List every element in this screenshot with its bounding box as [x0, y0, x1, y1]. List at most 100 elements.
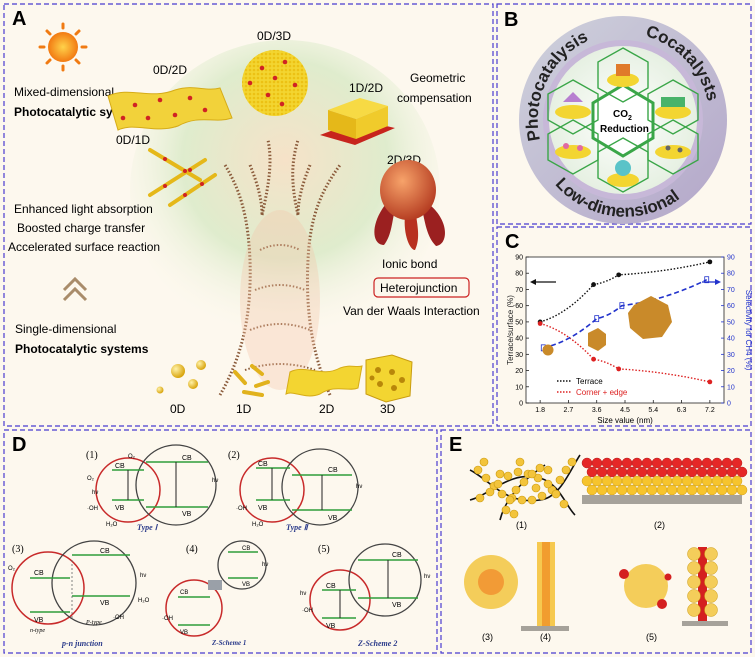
e2-sphere — [651, 457, 663, 469]
series-line-1 — [539, 322, 711, 383]
e5-sphere — [687, 561, 701, 575]
o2-label: O₂ — [8, 566, 16, 572]
ionic-bond-label: Ionic bond — [382, 257, 437, 271]
vertical-rod-illustration — [521, 542, 569, 631]
legend-terrace-label: Terrace — [576, 377, 603, 386]
diagram-2-number: (2) — [228, 450, 240, 461]
panel-e-letter: E — [449, 434, 462, 456]
right-y-tick-label: 20 — [727, 368, 735, 375]
e2-sphere — [686, 484, 698, 496]
series-point-2 — [619, 302, 625, 310]
e2-sphere — [676, 484, 688, 496]
vb-label: VB — [328, 515, 338, 522]
e2-sphere — [736, 466, 748, 478]
panel-b: B Photocatalysis Cocatalysts Low-dimensi… — [496, 3, 752, 225]
left-y-tick-label: 10 — [515, 384, 523, 391]
type-2-label: Type Ⅱ — [286, 523, 309, 532]
e2-sphere — [631, 475, 643, 487]
e1-particle — [567, 457, 577, 467]
e2-sphere — [641, 457, 653, 469]
decorated-sphere-illustration — [619, 564, 672, 609]
sun-icon — [38, 22, 88, 72]
h2o-label: H₂O — [252, 522, 264, 528]
rods-0d-1d-illustration — [148, 148, 217, 207]
e2-sphere — [721, 457, 733, 469]
rods-1d-illustration — [233, 364, 270, 397]
sponge-3d-illustration — [365, 354, 413, 403]
pn-junction-label: p-n junction — [61, 639, 103, 648]
e2-sphere — [601, 475, 613, 487]
o2-label: O₂ — [87, 476, 95, 482]
e5-number: (5) — [646, 632, 657, 642]
e1-particle — [505, 495, 515, 505]
vb-label: VB — [242, 582, 250, 588]
left-y-tick-label: 30 — [515, 352, 523, 359]
cb-label: CB — [392, 552, 402, 559]
o2-label: O₂ — [128, 454, 136, 460]
left-y-tick-label: 40 — [515, 336, 523, 343]
left-y-tick-label: 80 — [515, 271, 523, 278]
left-y-tick-label: 90 — [515, 255, 523, 262]
cb-label: CB — [100, 548, 110, 555]
oh-label: ·OH — [87, 506, 98, 512]
cb-label: CB — [242, 546, 250, 552]
right-y-tick-label: 10 — [727, 384, 735, 391]
small-particle-icon — [542, 344, 554, 356]
right-y-tick-label: 30 — [727, 352, 735, 359]
right-y-tick-label: 70 — [727, 287, 735, 294]
e2-sphere — [646, 484, 658, 496]
e2-sphere — [661, 475, 673, 487]
label-0d: 0D — [170, 402, 186, 416]
z-scheme-1-diagram: (4) CB VB CB VB hν ·OH Z-Scheme 1 — [162, 540, 268, 647]
e1-particle — [479, 457, 489, 467]
e2-sphere — [616, 484, 628, 496]
e1-particle — [503, 471, 513, 481]
single-dimensional-label-2: Photocatalytic systems — [15, 342, 149, 356]
right-y-tick-label: 80 — [727, 271, 735, 278]
panel-a-letter: A — [12, 8, 26, 30]
left-axis-label: Terrace/surface (%) — [506, 295, 515, 365]
hv-label: hν — [212, 478, 218, 484]
series-line-0 — [539, 261, 711, 323]
e4-number: (4) — [540, 632, 551, 642]
e5-sphere — [687, 575, 701, 589]
label-0d-2d: 0D/2D — [153, 63, 187, 77]
e1-particle — [485, 487, 495, 497]
tree-trunk — [218, 139, 342, 396]
series-point-1 — [616, 366, 622, 372]
e2-sphere — [676, 466, 688, 478]
e5-sphere — [687, 603, 701, 617]
oh-label: ·OH — [236, 506, 247, 512]
panel-d-frame — [3, 429, 438, 654]
n-type-label: n-type — [30, 628, 45, 634]
left-y-tick-label: 70 — [515, 287, 523, 294]
e2-sphere — [736, 484, 748, 496]
type-1-diagram: (1) CB VB CB VB O₂ hν ·OH H₂O O₂ hν Type… — [86, 444, 218, 532]
layered-spheres-illustration — [581, 457, 748, 504]
left-y-tick-label: 0 — [519, 401, 523, 408]
e1-particle — [497, 489, 507, 499]
e2-sphere — [731, 457, 743, 469]
benefit-charge-transfer: Boosted charge transfer — [17, 221, 145, 235]
e1-particle — [527, 469, 537, 479]
medium-particle-icon — [588, 328, 606, 351]
center-co2-text: CO2 — [613, 109, 632, 122]
e2-sphere — [671, 475, 683, 487]
series-point-1 — [591, 356, 596, 362]
e1-particle — [475, 493, 485, 503]
e1-particle — [473, 465, 483, 475]
e2-sphere — [636, 484, 648, 496]
type-2-diagram: (2) CB VB CB VB hν ·OH H₂O Type Ⅱ — [228, 448, 362, 532]
e2-sphere — [681, 457, 693, 469]
sheet-0d-2d-illustration — [107, 87, 233, 131]
hv-label: hν — [424, 574, 430, 580]
e1-number: (1) — [516, 520, 527, 530]
panel-c-letter: C — [505, 231, 519, 253]
e2-sphere — [666, 484, 678, 496]
series-point-2 — [594, 315, 600, 323]
core-shell-illustration — [464, 555, 518, 609]
e5-sphere — [704, 561, 718, 575]
left-y-tick-label: 60 — [515, 303, 523, 310]
